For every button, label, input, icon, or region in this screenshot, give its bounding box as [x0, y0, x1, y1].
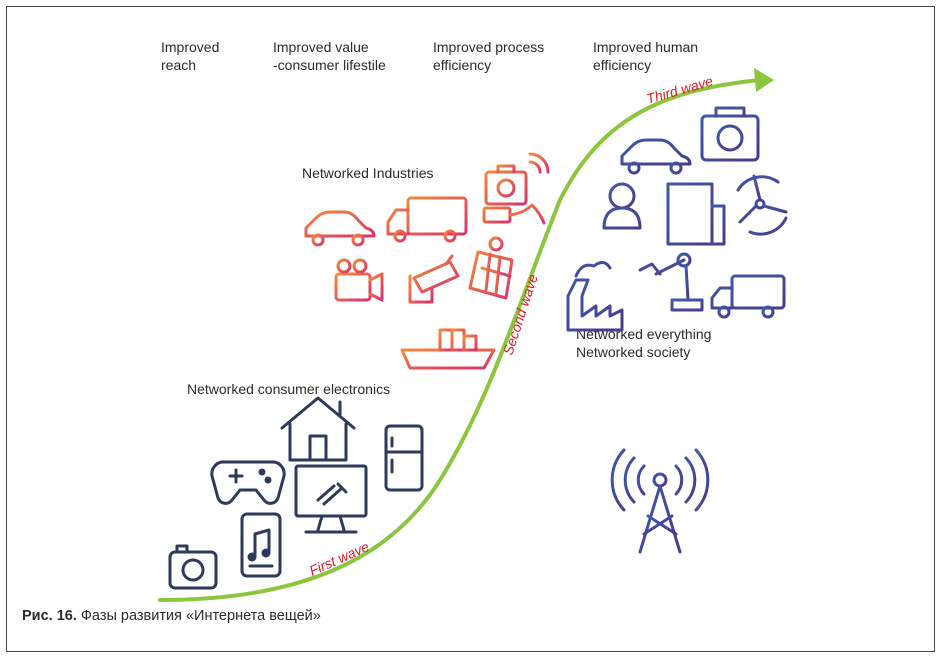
header-improved-human: Improved human efficiency — [593, 38, 698, 74]
radio-tower-icon — [610, 448, 710, 554]
caption-prefix: Рис. 16. — [22, 608, 77, 624]
car-icon — [620, 138, 692, 175]
cargo-ship-icon — [400, 328, 496, 370]
house-icon — [280, 396, 356, 462]
medical-kit-icon — [700, 106, 760, 162]
truck-icon — [710, 274, 786, 319]
adoption-curve — [158, 78, 762, 602]
header-line: Improved — [161, 39, 220, 55]
building-icon — [666, 182, 726, 246]
label-networked-society: Networked everything Networked society — [576, 325, 711, 361]
header-improved-process: Improved process efficiency — [433, 38, 544, 74]
header-line: reach — [161, 57, 197, 73]
solar-panel-icon — [468, 230, 514, 300]
video-camera-icon — [334, 258, 384, 302]
header-line: -consumer lifestile — [273, 57, 386, 73]
header-improved-reach: Improved reach — [161, 38, 219, 74]
robot-arm-icon — [638, 252, 704, 312]
label-networked-consumer-electronics: Networked consumer electronics — [187, 381, 391, 397]
person-icon — [602, 182, 642, 230]
gamepad-icon — [210, 460, 286, 505]
truck-icon — [386, 196, 468, 243]
fridge-icon — [384, 424, 424, 492]
label-networked-industries: Networked Industries — [302, 165, 434, 181]
figure-caption: Рис. 16. Фазы развития «Интернета вещей» — [22, 608, 321, 624]
label-line: Networked society — [576, 344, 691, 360]
music-tablet-icon — [240, 512, 282, 578]
header-line: Improved value — [273, 39, 369, 55]
car-icon — [304, 210, 376, 247]
header-line: Improved human — [593, 39, 699, 55]
first-wave-label: First wave — [307, 538, 372, 579]
medical-kit-wireless-icon — [482, 152, 550, 225]
third-wave-label: Third wave — [644, 73, 714, 107]
caption-text: Фазы развития «Интернета вещей» — [76, 608, 321, 624]
camera-icon — [168, 544, 218, 590]
header-line: Improved process — [433, 39, 545, 55]
header-improved-value: Improved value -consumer lifestile — [273, 38, 386, 74]
figure-frame — [6, 6, 935, 652]
curve-arrowhead — [754, 68, 774, 92]
security-camera-icon — [408, 254, 460, 304]
header-line: efficiency — [593, 57, 652, 73]
header-line: efficiency — [433, 57, 492, 73]
wind-turbine-icon — [736, 174, 788, 236]
second-wave-label: Second wave — [500, 272, 541, 357]
monitor-icon — [294, 464, 368, 534]
factory-icon — [566, 261, 624, 332]
